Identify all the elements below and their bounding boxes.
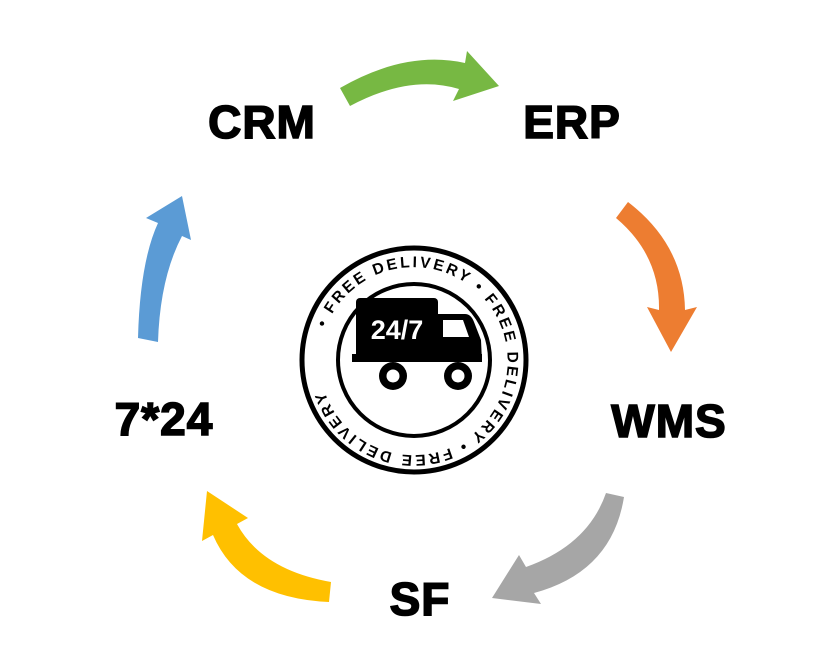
badge-outer-ring [299, 245, 529, 475]
truck-cab-window [443, 320, 469, 337]
free-delivery-badge: • FREE DELIVERY • FREE DELIVERY • FREE D… [299, 245, 529, 475]
node-label-crm: CRM [207, 95, 316, 149]
truck-24-7-label: 24/7 [371, 315, 424, 345]
node-label-sf: SF [389, 572, 451, 626]
node-label-724: 7*24 [114, 392, 214, 446]
truck-chassis [352, 354, 482, 362]
truck-cargo-box [356, 298, 438, 360]
arrow-crm-to-erp [340, 51, 499, 106]
arrow-724-to-crm [138, 196, 191, 342]
node-label-wms: WMS [610, 394, 727, 448]
badge-inner-ring [336, 282, 492, 438]
arrow-erp-to-wms [616, 202, 697, 352]
node-label-erp: ERP [522, 95, 621, 149]
arrow-sf-to-724 [202, 491, 331, 602]
delivery-truck-icon: 24/7 [352, 298, 482, 390]
truck-front-hub [451, 369, 465, 383]
arrow-wms-to-sf [492, 493, 624, 604]
truck-rear-hub [386, 369, 400, 383]
